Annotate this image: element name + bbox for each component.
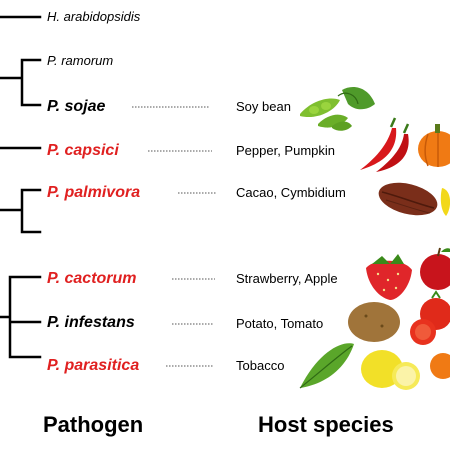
lemons-image [361, 350, 450, 390]
host-palmivora: Cacao, Cymbidium [236, 185, 346, 200]
host-sojae: Soy bean [236, 99, 291, 114]
label-parasitica: P. parasitica [47, 357, 140, 374]
connector-lines [132, 106, 216, 367]
label-palmivora: P. palmivora [47, 184, 141, 201]
host-cactorum: Strawberry, Apple [236, 271, 338, 286]
label-infestans: P. infestans [47, 314, 135, 331]
tree-clade-palmivora [0, 188, 42, 234]
cacao-pod-image [378, 182, 438, 216]
footer-pathogen: Pathogen [43, 412, 144, 437]
potato-image [348, 302, 400, 342]
label-sojae: P. sojae [47, 98, 106, 115]
label-cactorum: P. cactorum [47, 270, 137, 287]
chili-peppers-image [360, 117, 410, 172]
tree-clade-lower [0, 275, 42, 359]
tree-clade-ramorum-sojae [0, 58, 42, 107]
host-capsici: Pepper, Pumpkin [236, 143, 336, 158]
host-parasitica: Tobacco [236, 358, 285, 373]
apple-image [420, 247, 450, 290]
phylogenetic-tree [0, 15, 42, 359]
pumpkin-image [418, 124, 450, 167]
host-infestans: Potato, Tomato [236, 316, 324, 331]
footer-host-species: Host species [258, 412, 394, 437]
strawberry-image [366, 254, 412, 300]
tomatoes-image [410, 290, 450, 345]
label-capsici: P. capsici [47, 142, 119, 159]
label-ramorum: P. ramorum [47, 53, 114, 68]
tobacco-leaf-image [299, 343, 354, 389]
cymbidium-flower-image [440, 188, 450, 216]
label-arabidopsidis: H. arabidopsidis [47, 9, 141, 24]
soybean-pods-image [300, 86, 375, 131]
